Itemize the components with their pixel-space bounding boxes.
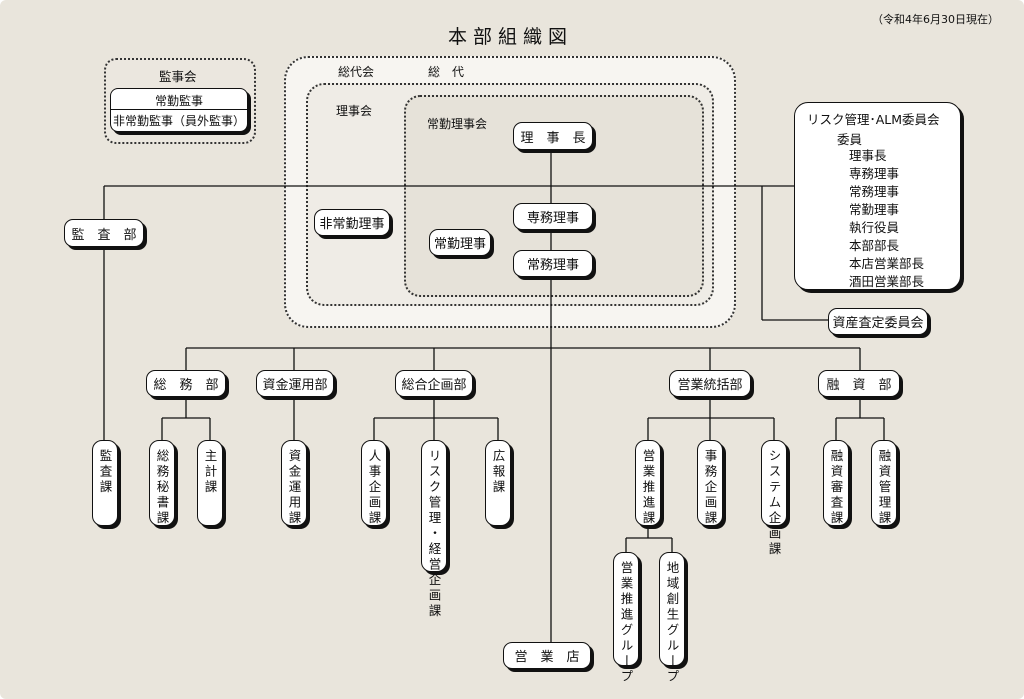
senior-director-box: 専務理事 — [513, 203, 593, 230]
audit-section: 監査課 — [92, 440, 118, 526]
committee-member: 専務理事 — [849, 166, 900, 181]
audit-department: 監 査 部 — [64, 219, 144, 247]
sales-promotion-group: 営業推進グループ — [613, 552, 639, 685]
general-affairs-dept: 総 務 部 — [146, 370, 226, 397]
committee-member: 本店営業部長 — [849, 256, 925, 271]
chart-title: 本部組織図 — [448, 26, 574, 48]
financing-dept: 融 資 部 — [818, 370, 900, 397]
general-assembly-label: 総代会 — [338, 65, 375, 79]
managing-director-box: 常務理事 — [513, 250, 593, 277]
committee-member: 常勤理事 — [849, 202, 900, 217]
committee-member: 理事長 — [849, 148, 887, 163]
planning-dept: 総合企画部 — [395, 370, 473, 397]
general-secretary-section: 総務秘書課 — [149, 440, 175, 527]
risk-alm-committee: リスク管理･ALM委員会 委員 理事長 専務理事 常務理事 常勤理事 執行役員 … — [794, 102, 961, 290]
outside-auditor: 非常勤監事（員外監事） — [112, 114, 245, 128]
sales-management-dept: 営業統括部 — [669, 370, 751, 397]
asset-assessment-committee: 資産査定委員会 — [828, 308, 928, 335]
fulltime-director-box: 常勤理事 — [429, 229, 491, 256]
regional-revitalization-group: 地域創生グループ — [659, 552, 685, 685]
date-note: （令和4年6月30日現在） — [872, 13, 999, 26]
committee-member: 常務理事 — [849, 184, 900, 199]
committee-member: 酒田営業部長 — [849, 274, 925, 289]
president-box: 理 事 長 — [513, 122, 593, 150]
fulltime-auditor: 常勤監事 — [154, 94, 203, 108]
outside-director-box: 非常勤理事 — [314, 209, 390, 236]
standing-board-label: 常勤理事会 — [427, 117, 488, 131]
committee-member: 本部部長 — [849, 238, 900, 253]
committee-member-list: 理事長 専務理事 常務理事 常勤理事 執行役員 本部部長 本店営業部長 酒田営業… — [849, 147, 924, 291]
audit-committee-label: 監事会 — [159, 69, 197, 84]
sales-promotion-section: 営業推進課 — [635, 440, 661, 527]
representatives-label: 総 代 — [428, 65, 465, 79]
member-divider — [111, 109, 247, 110]
system-planning-section: システム企画課 — [761, 440, 787, 558]
committee-member: 執行役員 — [849, 220, 900, 235]
branch-offices: 営 業 店 — [503, 642, 591, 669]
hr-planning-section: 人事企画課 — [361, 440, 387, 527]
pr-section: 広報課 — [485, 440, 511, 526]
accounting-section: 主計課 — [197, 440, 223, 526]
committee-title: リスク管理･ALM委員会 — [807, 112, 940, 127]
fund-management-section: 資金運用課 — [281, 440, 307, 527]
admin-planning-section: 事務企画課 — [697, 440, 723, 527]
board-label: 理事会 — [336, 104, 373, 118]
committee-subtitle: 委員 — [837, 132, 863, 147]
loan-management-section: 融資管理課 — [871, 440, 897, 527]
risk-planning-section: リスク管理・経営企画課 — [421, 440, 447, 620]
fund-management-dept: 資金運用部 — [256, 370, 334, 397]
loan-review-section: 融資審査課 — [823, 440, 849, 527]
audit-committee-members: 常勤監事 非常勤監事（員外監事） — [110, 88, 248, 132]
